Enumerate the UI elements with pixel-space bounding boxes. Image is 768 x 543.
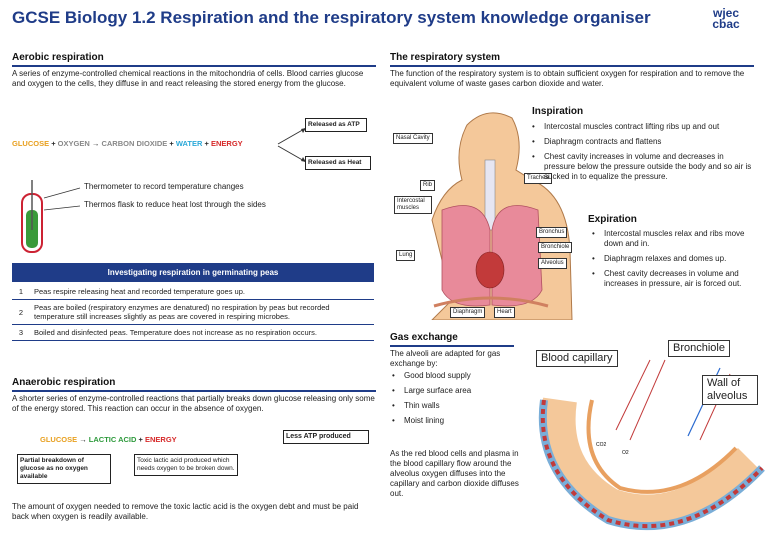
- co2-label: CO2: [596, 442, 607, 448]
- logo-line1: wjec: [712, 6, 739, 20]
- eq-energy: ENERGY: [210, 139, 243, 148]
- eq-plus: +: [51, 139, 56, 148]
- page-title: GCSE Biology 1.2 Respiration and the res…: [12, 8, 651, 27]
- eq-water: WATER: [175, 139, 203, 148]
- logo-line2: cbac: [712, 17, 740, 31]
- row-number: 3: [12, 324, 30, 341]
- label-wall-alveolus: Wall of alveolus: [702, 375, 758, 405]
- thermos-note: Thermos flask to reduce heat lost throug…: [84, 200, 266, 209]
- o2-label: O2: [622, 450, 629, 456]
- list-item: Intercostal muscles contract lifting rib…: [530, 122, 756, 132]
- list-item: Chest cavity decreases in volume and inc…: [590, 269, 758, 289]
- respiratory-text: The function of the respiratory system i…: [390, 69, 745, 88]
- eq-lactic: LACTIC ACID: [88, 435, 137, 444]
- expiration-header: Expiration: [588, 214, 637, 225]
- eq-plus: +: [169, 139, 174, 148]
- label-intercostal: Intercostal muscles: [394, 196, 432, 214]
- list-item: Large surface area: [390, 386, 520, 396]
- row-number: 1: [12, 284, 30, 300]
- gas-exchange-text: As the red blood cells and plasma in the…: [390, 449, 519, 498]
- inspiration-header: Inspiration: [532, 106, 584, 117]
- wjec-logo: wjec cbac: [700, 6, 752, 31]
- eq-arrow: →: [91, 139, 100, 148]
- anaerobic-header: Anaerobic respiration: [12, 377, 376, 392]
- list-item: Thin walls: [390, 401, 520, 411]
- row-text: Peas respire releasing heat and recorded…: [30, 284, 374, 300]
- label-diaphragm: Diaphragm: [450, 307, 486, 318]
- anaerobic-equation: GLUCOSE → LACTIC ACID + ENERGY: [40, 435, 177, 444]
- label-bronchiole: Bronchiole: [538, 242, 573, 253]
- gas-exchange-list: Good blood supply Large surface area Thi…: [390, 371, 520, 431]
- label-rib: Rib: [420, 180, 436, 191]
- anaerobic-text: A shorter series of enzyme-controlled re…: [12, 394, 375, 413]
- eq-arrow: →: [79, 435, 87, 444]
- expiration-list: Intercostal muscles relax and ribs move …: [590, 229, 758, 294]
- gas-exchange-header: Gas exchange: [390, 332, 514, 347]
- label-nasal-cavity: Nasal Cavity: [393, 133, 433, 144]
- list-item: Diaphragm contracts and flattens: [530, 137, 756, 147]
- list-item: Moist lining: [390, 416, 520, 426]
- list-item: Intercostal muscles relax and ribs move …: [590, 229, 758, 249]
- aerobic-header: Aerobic respiration: [12, 52, 376, 67]
- label-bronchus: Bronchus: [536, 227, 568, 238]
- energy-arrows: [277, 127, 307, 163]
- investigation-header: Investigating respiration in germinating…: [12, 263, 374, 282]
- eq-glucose: GLUCOSE: [40, 435, 78, 444]
- list-item: Good blood supply: [390, 371, 520, 381]
- eq-co2: CARBON DIOXIDE: [101, 139, 168, 148]
- less-atp-box: Less ATP produced: [283, 430, 369, 444]
- aerobic-text: A series of enzyme-controlled chemical r…: [12, 69, 364, 88]
- label-bronchiole-big: Bronchiole: [668, 340, 730, 357]
- row-number: 2: [12, 299, 30, 325]
- oxygen-debt-text: The amount of oxygen needed to remove th…: [12, 502, 359, 521]
- aerobic-equation: GLUCOSE + OXYGEN → CARBON DIOXIDE + WATE…: [12, 139, 243, 148]
- label-lung: Lung: [396, 250, 416, 261]
- released-heat-box: Released as Heat: [305, 156, 371, 170]
- list-item: Chest cavity increases in volume and dec…: [530, 152, 756, 182]
- partial-breakdown-box: Partial breakdown of glucose as no oxyge…: [17, 454, 111, 484]
- respiratory-header: The respiratory system: [390, 52, 754, 67]
- thermos-flask-diagram: [21, 180, 81, 253]
- label-blood-capillary: Blood capillary: [536, 350, 618, 367]
- toxic-lactic-box: Toxic lactic acid produced which needs o…: [134, 454, 238, 476]
- released-atp-box: Released as ATP: [305, 118, 367, 132]
- row-text: Peas are boiled (respiratory enzymes are…: [30, 299, 374, 325]
- eq-plus: +: [138, 435, 143, 444]
- label-heart: Heart: [494, 307, 515, 318]
- thermometer-note: Thermometer to record temperature change…: [84, 182, 244, 191]
- label-alveolus: Alveolus: [538, 258, 567, 269]
- row-text: Boiled and disinfected peas. Temperature…: [30, 324, 374, 341]
- list-item: Diaphragm relaxes and domes up.: [590, 254, 758, 264]
- gas-exchange-intro: The alveoli are adapted for gas exchange…: [390, 349, 501, 368]
- alveolus-diagram: CO2 O2: [538, 359, 765, 531]
- eq-oxygen: OXYGEN: [57, 139, 90, 148]
- respiratory-diagram: [431, 112, 573, 320]
- eq-glucose: GLUCOSE: [12, 139, 50, 148]
- inspiration-list: Intercostal muscles contract lifting rib…: [530, 122, 756, 187]
- eq-energy: ENERGY: [145, 435, 177, 444]
- eq-plus: +: [204, 139, 209, 148]
